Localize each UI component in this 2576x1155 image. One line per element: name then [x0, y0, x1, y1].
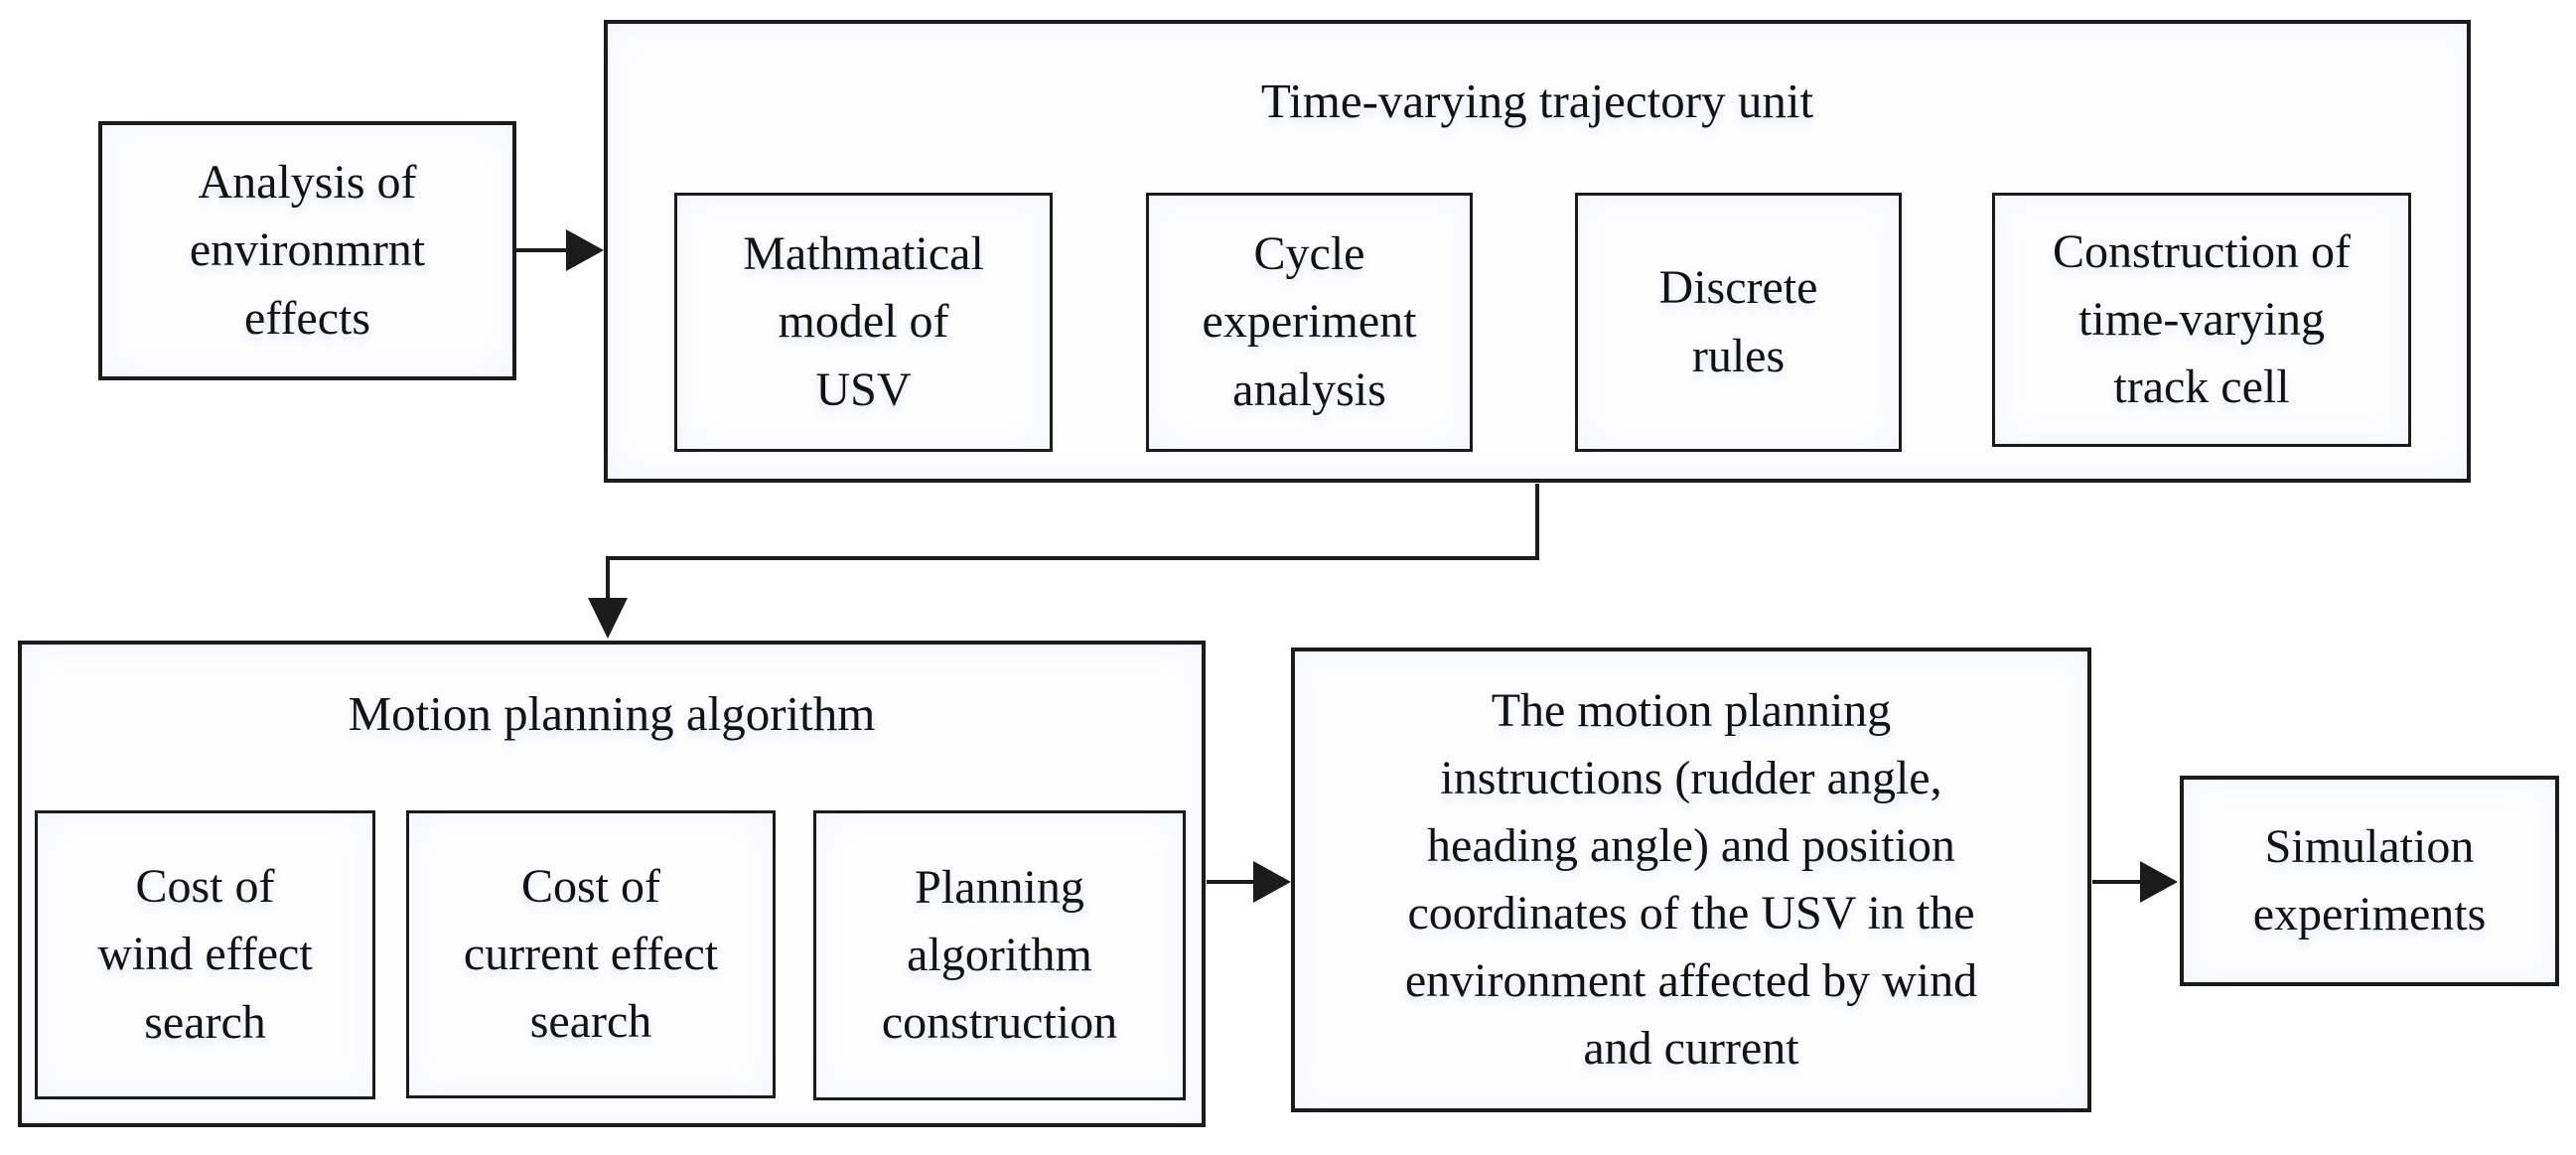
panel-time-varying-trajectory-unit: Time-varying trajectory unit Mathmatical…	[604, 20, 2471, 483]
panel-motion-planning-algorithm: Motion planning algorithm Cost of wind e…	[18, 641, 1206, 1127]
simulation-label: Simulation experiments	[2252, 819, 2487, 940]
analysis-label: Analysis of environmrnt effects	[189, 156, 426, 345]
arrow-trajectory-to-motion	[588, 484, 1539, 639]
box-construction-of-time-varying-track-cell: Construction of time-varying track cell	[1992, 193, 2411, 447]
trajectory-unit-title: Time-varying trajectory unit	[1260, 73, 1814, 128]
box-simulation-experiments: Simulation experiments	[2180, 776, 2559, 986]
current-effect-label: Cost of current effect search	[463, 859, 719, 1049]
arrow-output-to-simulation	[2092, 861, 2178, 903]
discrete-rules-label: Discrete rules	[1658, 261, 1818, 382]
mathematical-model-label: Mathmatical model of USV	[743, 227, 984, 416]
arrow-motion-to-output	[1207, 861, 1291, 903]
box-cycle-experiment-analysis: Cycle experiment analysis	[1146, 193, 1473, 452]
box-discrete-rules: Discrete rules	[1575, 193, 1902, 452]
box-cost-of-wind-effect-search: Cost of wind effect search	[35, 810, 375, 1099]
wind-effect-label: Cost of wind effect search	[97, 860, 313, 1049]
track-cell-label: Construction of time-varying track cell	[2053, 224, 2351, 414]
box-mathematical-model-of-usv: Mathmatical model of USV	[674, 193, 1053, 452]
planning-output-label: The motion planning instructions (rudder…	[1404, 683, 1978, 1076]
box-cost-of-current-effect-search: Cost of current effect search	[406, 810, 776, 1098]
planning-algorithm-label: Planning algorithm construction	[881, 860, 1118, 1050]
box-planning-output-description: The motion planning instructions (rudder…	[1291, 648, 2091, 1112]
box-planning-algorithm-construction: Planning algorithm construction	[813, 810, 1186, 1100]
motion-planning-title: Motion planning algorithm	[348, 686, 876, 741]
box-analysis-of-environment-effects: Analysis of environmrnt effects	[98, 121, 516, 380]
cycle-experiment-label: Cycle experiment analysis	[1202, 227, 1417, 416]
arrow-analysis-to-trajectory	[514, 229, 604, 271]
